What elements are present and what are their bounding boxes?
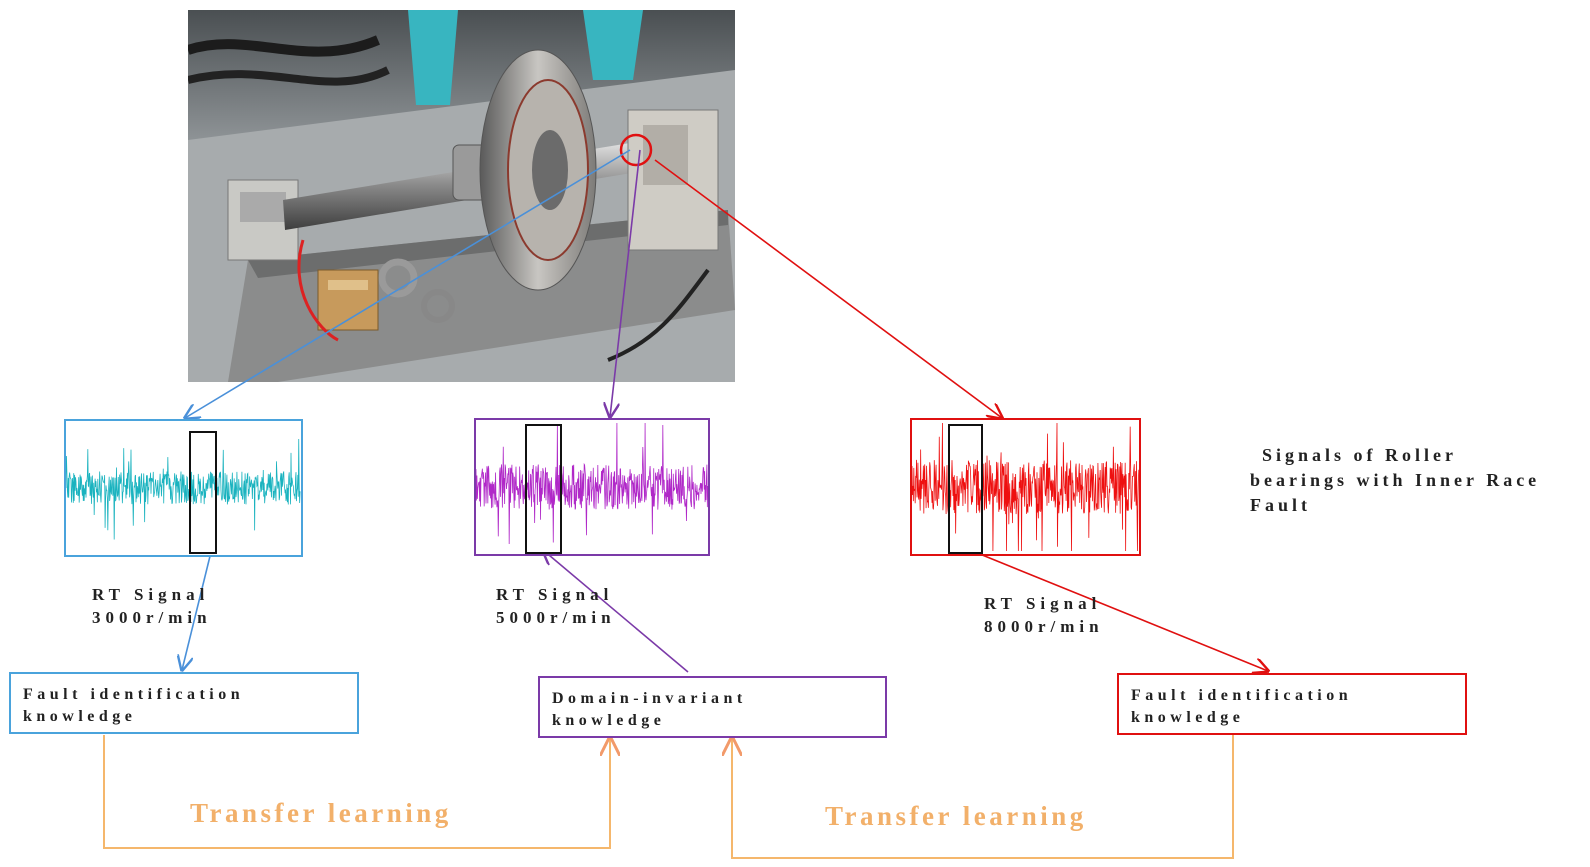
signal-window-5000	[525, 424, 562, 554]
knowledge-line1: Domain-invariant	[552, 690, 747, 707]
transfer-bracket-right	[732, 735, 1234, 859]
arrow-to-5000-window	[543, 550, 689, 673]
arrow-to-fault-knowledge-right	[964, 547, 1268, 671]
waveform-trace	[475, 422, 709, 544]
signal-box-8000	[910, 418, 1141, 556]
arrow-to-3000-signal	[185, 149, 631, 418]
waveform-trace	[911, 422, 1140, 552]
signal-window-8000	[948, 424, 983, 554]
fault-knowledge-box-right: Fault identification knowledge	[1117, 673, 1467, 735]
knowledge-line2: knowledge	[1131, 709, 1245, 726]
knowledge-line2: knowledge	[23, 708, 137, 725]
domain-invariant-knowledge-box: Domain-invariant knowledge	[538, 676, 887, 738]
figure-annotation-title: Signals of Roller bearings with Inner Ra…	[1250, 445, 1541, 515]
arrow-to-5000-signal	[610, 149, 641, 417]
arrow-to-fault-knowledge-left	[182, 547, 213, 670]
test-rig-illustration	[188, 10, 735, 382]
fault-knowledge-box-left: Fault identification knowledge	[9, 672, 359, 734]
signal-waveform-5000	[475, 422, 709, 544]
test-rig-photo	[188, 10, 735, 382]
fault-location-marker	[619, 133, 653, 167]
signal-window-3000	[189, 431, 217, 554]
arrow-to-8000-signal	[654, 159, 1002, 418]
signal-waveform-3000	[65, 439, 301, 540]
signal-waveform-8000	[911, 422, 1140, 552]
knowledge-line1: Fault identification	[1131, 687, 1353, 704]
transfer-learning-label-right: Transfer learning	[825, 801, 1087, 831]
signal-box-3000	[64, 419, 303, 557]
waveform-trace	[65, 439, 301, 540]
transfer-bracket-left	[103, 735, 610, 849]
knowledge-line1: Fault identification	[23, 686, 245, 703]
signal-box-5000	[474, 418, 710, 556]
transfer-learning-label-left: Transfer learning	[190, 798, 452, 828]
knowledge-line2: knowledge	[552, 712, 666, 729]
